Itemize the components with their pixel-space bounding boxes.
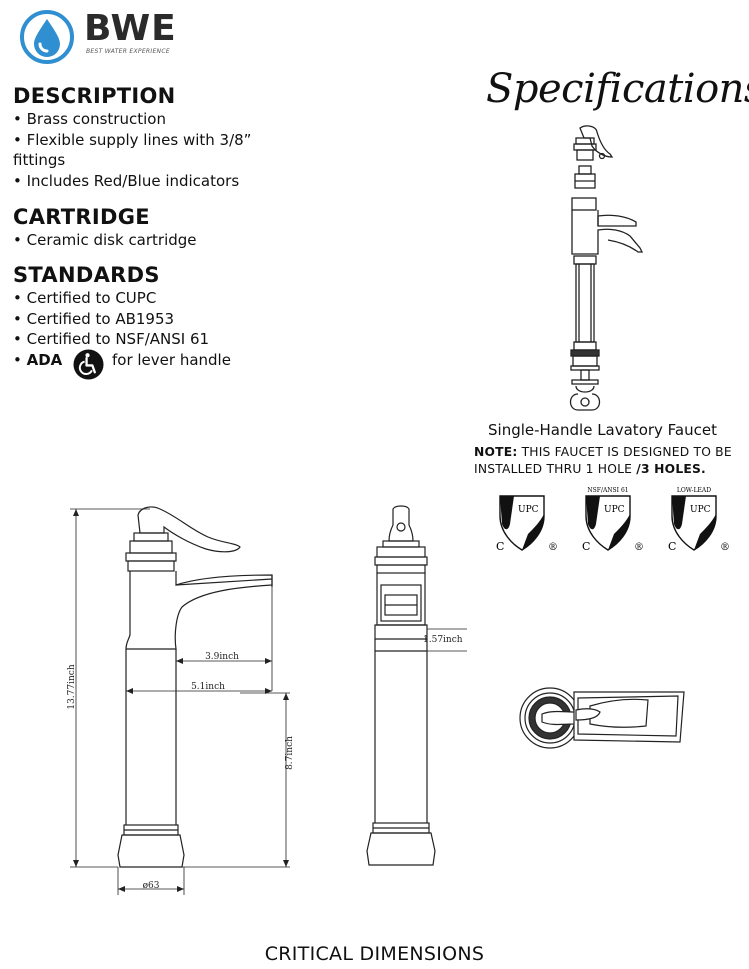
cert-mark: UPC [518, 505, 539, 515]
front-view-drawing: 13.77inch 3.9inch 5.1inch 8.7inch ø63 [67, 506, 295, 895]
brand-name: BWE [84, 8, 177, 49]
wheelchair-icon [73, 349, 104, 380]
ada-label: ADA [26, 351, 63, 369]
water-drop-icon [20, 10, 74, 64]
description-list: • Brass construction • Flexible supply l… [13, 109, 251, 191]
certification-marks: UPC C ® NSF/ANSI 61 UPC C ® LOW-LEAD UPC… [496, 487, 730, 553]
cert-left: C [668, 540, 676, 553]
note-line2-end: /3 HOLES. [636, 462, 706, 476]
dim-spout-reach: 3.9inch [205, 652, 239, 662]
upc-shield-icon: NSF/ANSI 61 UPC C ® [582, 487, 644, 553]
section-heading-description: DESCRIPTION [13, 84, 176, 108]
critical-dimensions-title: CRITICAL DIMENSIONS [264, 943, 485, 965]
note-label: NOTE: [474, 445, 518, 459]
install-note: NOTE: THIS FAUCET IS DESIGNED TO BE INST… [474, 444, 732, 478]
section-heading-standards: STANDARDS [13, 263, 160, 287]
cert-top-label: NSF/ANSI 61 [587, 487, 628, 494]
upc-shield-icon: UPC C ® [496, 495, 558, 553]
list-item: • Certified to NSF/ANSI 61 [13, 330, 210, 348]
cert-top-label: LOW-LEAD [677, 487, 711, 494]
dim-spout-height: 8.7inch [285, 736, 295, 770]
page-title: Specifications [486, 66, 749, 112]
ada-text: for lever handle [112, 351, 231, 369]
side-view-drawing: 1.57inch [366, 505, 467, 866]
dim-base-diameter: ø63 [143, 881, 160, 891]
cert-right: ® [548, 542, 558, 553]
cert-left: C [582, 540, 590, 553]
list-item: • Certified to CUPC [13, 289, 157, 307]
section-heading-cartridge: CARTRIDGE [13, 205, 150, 229]
upc-shield-icon: LOW-LEAD UPC C ® [668, 487, 730, 553]
list-item: • Brass construction [13, 110, 166, 128]
product-caption: Single-Handle Lavatory Faucet [488, 421, 717, 439]
cartridge-list: • Ceramic disk cartridge [13, 230, 197, 251]
dim-spout-to-edge: 5.1inch [191, 682, 225, 692]
list-item: • Ceramic disk cartridge [13, 231, 197, 249]
list-item: fittings [13, 151, 66, 169]
list-item: • Includes Red/Blue indicators [13, 171, 240, 190]
dim-side-depth: 1.57inch [423, 635, 463, 645]
list-item: • Certified to AB1953 [13, 309, 175, 328]
ada-row: • ADA [13, 351, 63, 369]
note-line1: THIS FAUCET IS DESIGNED TO BE [521, 445, 732, 459]
note-line2: INSTALLED THRU 1 HOLE [474, 462, 633, 476]
cert-right: ® [720, 542, 730, 553]
exploded-faucet-drawing [569, 125, 644, 411]
cert-mark: UPC [690, 505, 711, 515]
cert-mark: UPC [604, 505, 625, 515]
cert-right: ® [634, 542, 644, 553]
top-view-drawing [519, 687, 685, 749]
standards-list: • Certified to CUPC • Certified to AB195… [13, 288, 209, 350]
cert-left: C [496, 540, 504, 553]
dim-total-height: 13.77inch [67, 664, 77, 709]
list-item: • Flexible supply lines with 3/8” [13, 130, 252, 149]
brand-tagline: BEST WATER EXPERIENCE [86, 48, 170, 55]
